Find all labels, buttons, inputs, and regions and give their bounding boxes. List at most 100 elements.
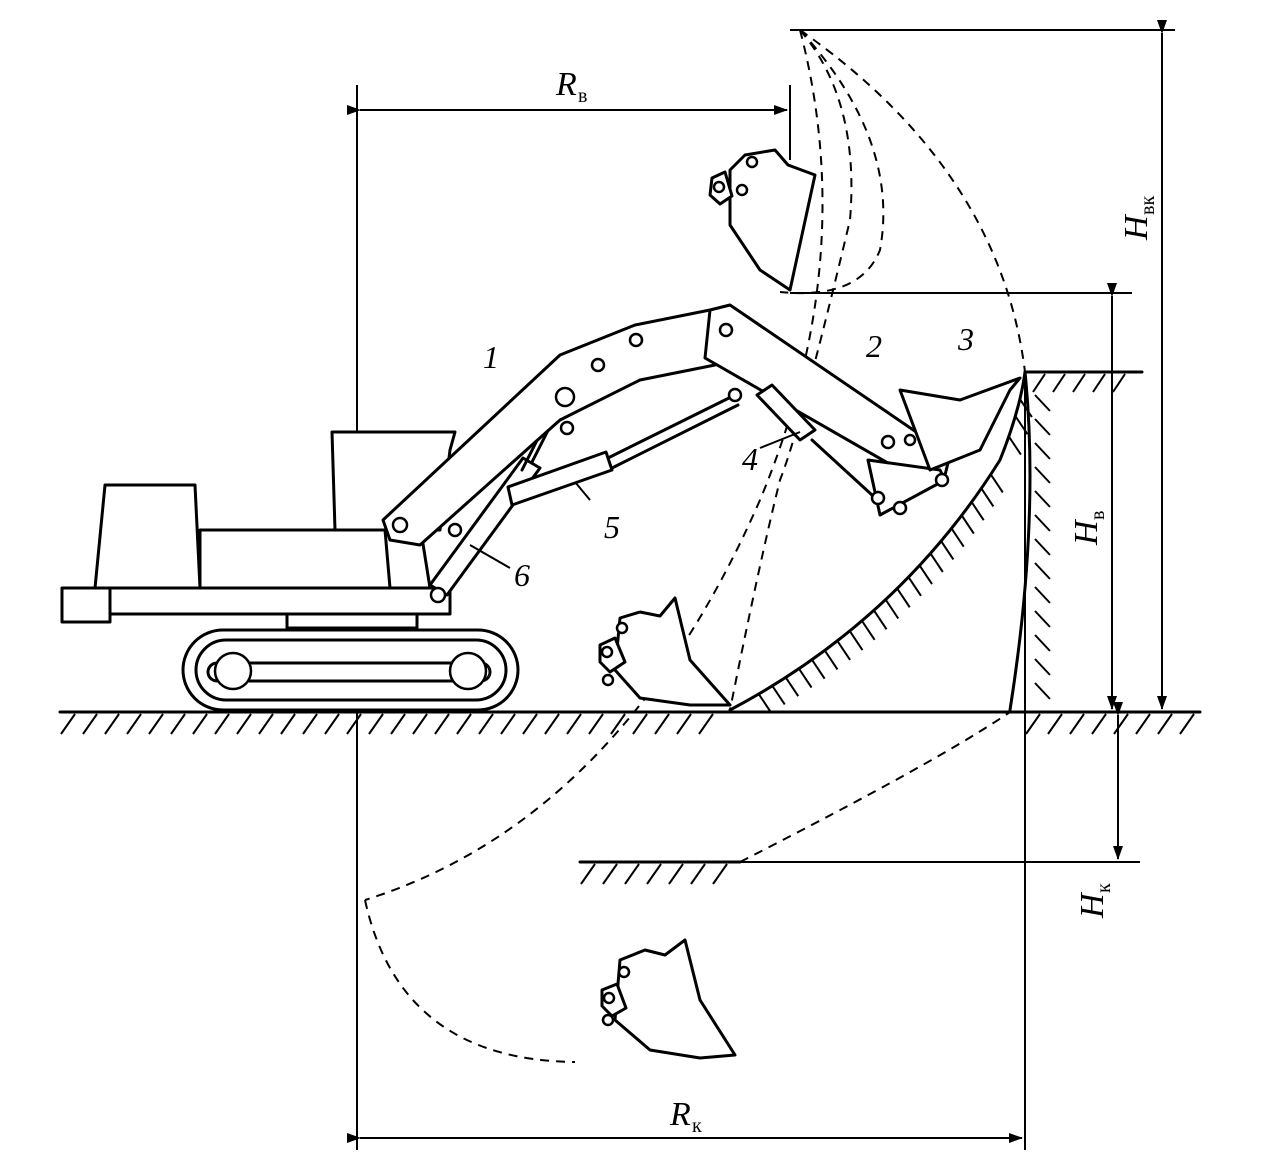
hatch-mark — [837, 641, 851, 661]
hatch-mark — [1179, 713, 1195, 735]
svg-text:к: к — [1093, 883, 1115, 893]
hatch-mark — [849, 631, 864, 651]
hatch-mark — [824, 650, 839, 671]
bucket-bottom-position — [600, 938, 737, 1060]
hatch-mark — [1034, 514, 1051, 532]
hatch-mark — [1034, 442, 1051, 460]
hatch-mark — [1034, 466, 1051, 484]
hatch-mark — [1034, 586, 1051, 604]
top-bench-ground — [1023, 370, 1144, 393]
turntable-frame — [108, 586, 452, 616]
hatch-mark — [960, 515, 975, 535]
hatch-mark — [1092, 373, 1106, 393]
callout-6: 6 — [514, 557, 530, 593]
hatch-mark — [811, 660, 826, 680]
boom — [381, 308, 717, 547]
callout-3: 3 — [957, 321, 974, 357]
hatch-mark — [989, 473, 1004, 493]
hatch-mark — [148, 713, 164, 735]
svg-text:в: в — [578, 85, 587, 107]
hatch-mark — [236, 713, 252, 735]
counterweight — [60, 586, 112, 624]
hatch-mark — [1025, 713, 1041, 735]
hatch-mark — [346, 713, 362, 735]
callout-5: 5 — [604, 509, 620, 545]
hatch-mark — [1072, 373, 1086, 393]
hatch-mark — [302, 713, 318, 735]
hatch-mark — [192, 713, 208, 735]
hatch-mark — [1052, 373, 1066, 393]
hatch-mark — [456, 713, 472, 735]
hatch-mark — [908, 577, 922, 597]
callout-leaders — [469, 431, 801, 569]
svg-text:R: R — [669, 1096, 691, 1133]
label-height-dig: H в — [1068, 511, 1109, 546]
hatch-mark — [1034, 658, 1051, 676]
hatch-mark — [1032, 373, 1046, 393]
hatch-mark — [258, 713, 274, 735]
hatch-mark — [771, 685, 786, 706]
bucket-ground-position — [598, 596, 732, 707]
svg-text:H: H — [1068, 518, 1105, 546]
hatch-mark — [690, 863, 706, 885]
svg-text:в: в — [1087, 511, 1109, 520]
hatch-mark — [126, 713, 142, 735]
hatch-mark — [929, 553, 944, 573]
hatch-mark — [785, 677, 800, 697]
label-height-dump: H вк — [1118, 196, 1159, 241]
hatch-mark — [980, 487, 995, 508]
upper-structure — [198, 528, 392, 590]
hatch-mark — [602, 863, 618, 885]
hatch-mark — [798, 669, 813, 689]
hatch-mark — [60, 713, 76, 735]
hatch-mark — [668, 863, 684, 885]
hatch-mark — [390, 713, 406, 735]
excavator — [60, 303, 1022, 712]
hatch-mark — [566, 713, 582, 735]
hatch-mark — [1034, 394, 1051, 412]
hatch-mark — [214, 713, 230, 735]
svg-text:R: R — [555, 66, 577, 103]
hatch-mark — [1034, 418, 1051, 436]
pivot-pins — [391, 322, 950, 604]
hatch-mark — [544, 713, 560, 735]
hatch-mark — [873, 610, 888, 630]
hatch-mark — [1034, 682, 1051, 700]
hatch-mark — [588, 713, 604, 735]
label-reach-depth: R к — [669, 1096, 702, 1137]
crawler-track — [181, 628, 520, 712]
bucket-top-position — [708, 148, 817, 292]
hatch-mark — [324, 713, 340, 735]
stick-cylinder — [506, 393, 740, 507]
svg-text:H: H — [1118, 213, 1155, 241]
hatch-mark — [1069, 713, 1085, 735]
hatch-mark — [1091, 713, 1107, 735]
hatch-mark — [610, 713, 626, 735]
hatch-mark — [104, 713, 120, 735]
excavation-face — [728, 370, 1051, 713]
hatch-mark — [919, 565, 933, 585]
hatch-mark — [1034, 538, 1051, 556]
bucket-at-face — [898, 376, 1022, 472]
hatch-mark — [82, 713, 98, 735]
hatch-mark — [434, 713, 450, 735]
hatch-mark — [1047, 713, 1063, 735]
label-reach-height: R в — [555, 66, 587, 107]
hatch-mark — [1113, 713, 1129, 735]
hatch-mark — [654, 713, 670, 735]
hatch-mark — [1034, 490, 1051, 508]
hatch-mark — [885, 599, 900, 620]
hatch-mark — [280, 713, 296, 735]
hatch-mark — [970, 501, 985, 521]
hatch-mark — [1008, 436, 1022, 456]
hatch-mark — [632, 713, 648, 735]
hatch-mark — [758, 693, 772, 713]
hatch-mark — [861, 621, 876, 641]
svg-text:вк: вк — [1137, 196, 1159, 215]
hatch-mark — [624, 863, 640, 885]
hatch-mark — [522, 713, 538, 735]
hatch-mark — [712, 863, 728, 885]
hatch-mark — [1034, 634, 1051, 652]
hatch-mark — [170, 713, 186, 735]
